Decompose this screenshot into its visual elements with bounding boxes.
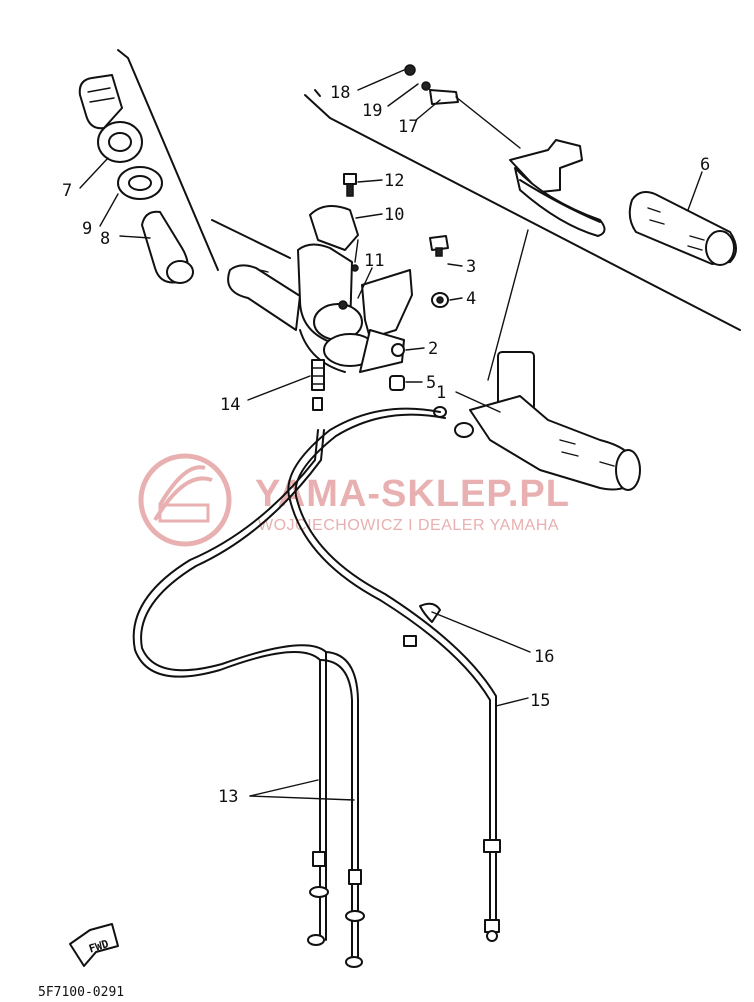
forward-arrow-icon: FWD bbox=[69, 923, 119, 967]
cable-clip-16 bbox=[403, 602, 441, 647]
callout-10: 10 bbox=[384, 205, 404, 225]
throttle-cable bbox=[287, 407, 501, 942]
bolt-3 bbox=[429, 235, 449, 257]
grip-sleeve bbox=[141, 210, 194, 284]
callout-8: 8 bbox=[100, 229, 110, 249]
handlebar-right-section bbox=[304, 89, 741, 331]
watermark-logo-icon bbox=[138, 453, 232, 547]
watermark: YAMA-SKLEP.PL WOJCIECHOWICZ I DEALER YAM… bbox=[138, 453, 570, 547]
throttle-housing bbox=[433, 351, 641, 491]
callout-16: 16 bbox=[534, 647, 554, 667]
clutch-cable bbox=[132, 429, 365, 968]
callout-12: 12 bbox=[384, 171, 404, 191]
callout-13: 13 bbox=[218, 787, 238, 807]
drawing-code: 5F7100-0291 bbox=[38, 985, 124, 1000]
collar-ring bbox=[117, 166, 163, 200]
callout-15: 15 bbox=[530, 691, 550, 711]
right-grip bbox=[628, 191, 737, 266]
bolt-2 bbox=[391, 343, 405, 357]
callout-6: 6 bbox=[700, 155, 710, 175]
callout-7: 7 bbox=[62, 181, 72, 201]
callout-17: 17 bbox=[398, 117, 418, 137]
callout-4: 4 bbox=[466, 289, 476, 309]
leader-lines bbox=[79, 69, 703, 801]
screw-12 bbox=[343, 173, 357, 197]
callouts: 1 2 3 4 5 6 7 8 9 10 11 12 13 14 15 16 1… bbox=[62, 83, 710, 807]
washer-4 bbox=[431, 292, 449, 308]
watermark-tagline: WOJCIECHOWICZ I DEALER YAMAHA bbox=[258, 517, 559, 534]
callout-1: 1 bbox=[436, 383, 446, 403]
callout-14: 14 bbox=[220, 395, 240, 415]
right-lever-assembly bbox=[404, 64, 606, 381]
callout-11: 11 bbox=[364, 251, 384, 271]
callout-19: 19 bbox=[362, 101, 382, 121]
callout-2: 2 bbox=[428, 339, 438, 359]
callout-3: 3 bbox=[466, 257, 476, 277]
nut-5 bbox=[389, 375, 405, 391]
forward-label: FWD bbox=[87, 937, 110, 956]
lever-holder-assembly bbox=[227, 205, 413, 373]
callout-5: 5 bbox=[426, 373, 436, 393]
watermark-brand: YAMA-SKLEP.PL bbox=[255, 473, 570, 515]
handlebar-left-section bbox=[117, 49, 291, 277]
callout-9: 9 bbox=[82, 219, 92, 239]
adjuster-14 bbox=[311, 359, 325, 411]
callout-18: 18 bbox=[330, 83, 350, 103]
left-grip bbox=[78, 74, 143, 163]
